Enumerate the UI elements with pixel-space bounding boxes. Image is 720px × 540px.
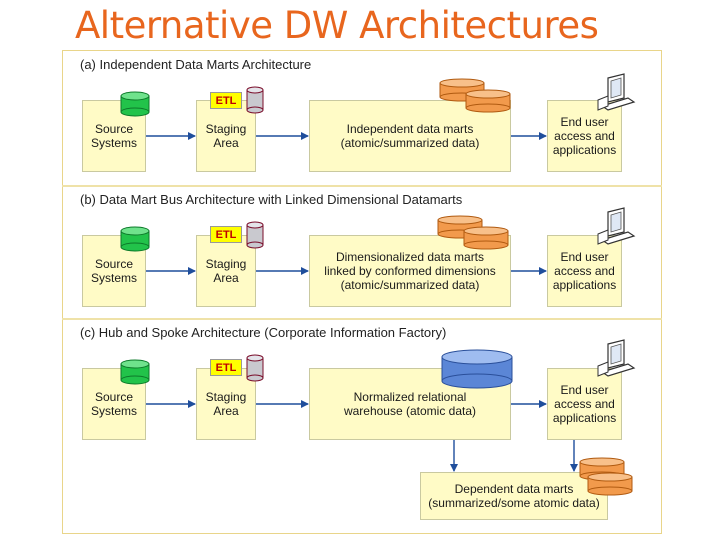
staging-database-icon [246, 221, 264, 249]
section-a-staging-box: Staging Area [196, 100, 256, 172]
green-database-icon [120, 91, 150, 117]
section-divider [62, 185, 662, 187]
end-user-label: End user access and applications [552, 383, 617, 425]
orange-database-icon [437, 215, 509, 250]
section-b-middle-box: Dimensionalized data marts linked by con… [309, 235, 511, 307]
normalized-warehouse-label: Normalized relational warehouse (atomic … [343, 390, 477, 418]
dependent-data-marts-label: Dependent data marts (summarized/some at… [428, 482, 600, 510]
section-a-enduser-box: End user access and applications [547, 100, 622, 172]
end-user-label: End user access and applications [552, 115, 617, 157]
section-a-etl-tag: ETL [210, 92, 242, 109]
blue-database-icon [441, 349, 513, 389]
section-b-label: (b) Data Mart Bus Architecture with Link… [80, 192, 463, 207]
section-c-middle-box: Normalized relational warehouse (atomic … [309, 368, 511, 440]
page-title: Alternative DW Architectures [75, 4, 599, 47]
staging-area-label: Staging Area [205, 122, 247, 150]
independent-data-marts-label: Independent data marts (atomic/summarize… [340, 122, 480, 150]
section-c-enduser-box: End user access and applications [547, 368, 622, 440]
orange-database-icon [579, 457, 633, 496]
dimensionalized-data-marts-label: Dimensionalized data marts linked by con… [324, 250, 496, 292]
staging-area-label: Staging Area [205, 257, 247, 285]
staging-database-icon [246, 354, 264, 382]
orange-database-icon [439, 78, 511, 113]
staging-area-label: Staging Area [205, 390, 247, 418]
computer-icon [597, 339, 635, 377]
computer-icon [597, 207, 635, 245]
staging-database-icon [246, 86, 264, 114]
computer-icon [597, 73, 635, 111]
section-c-etl-tag: ETL [210, 359, 242, 376]
section-b-staging-box: Staging Area [196, 235, 256, 307]
section-b-enduser-box: End user access and applications [547, 235, 622, 307]
green-database-icon [120, 226, 150, 252]
section-a-label: (a) Independent Data Marts Architecture [80, 57, 312, 72]
source-systems-label: Source Systems [90, 390, 137, 418]
source-systems-label: Source Systems [90, 122, 137, 150]
source-systems-label: Source Systems [90, 257, 137, 285]
section-b-source-box: Source Systems [82, 235, 146, 307]
section-c-label: (c) Hub and Spoke Architecture (Corporat… [80, 325, 447, 340]
green-database-icon [120, 359, 150, 385]
section-c-dependent-box: Dependent data marts (summarized/some at… [420, 472, 608, 520]
section-b-etl-tag: ETL [210, 226, 242, 243]
end-user-label: End user access and applications [552, 250, 617, 292]
section-c-staging-box: Staging Area [196, 368, 256, 440]
section-divider [62, 318, 662, 320]
